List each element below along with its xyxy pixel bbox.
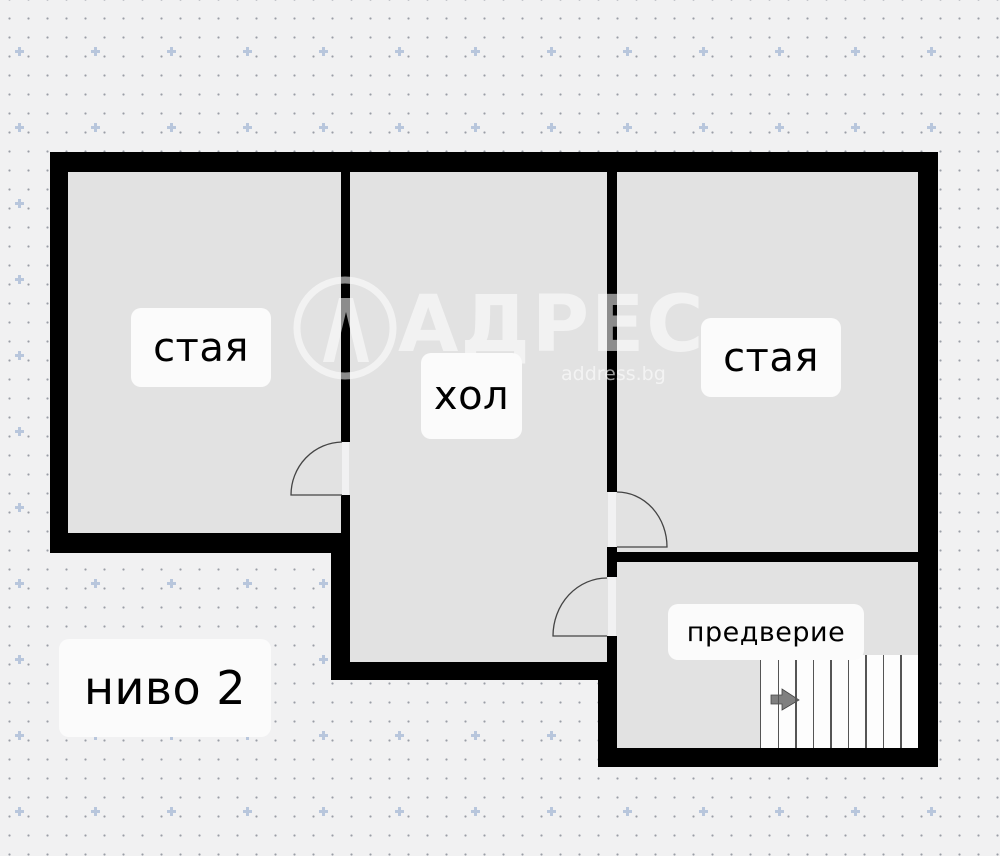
grid-cross-icon: [623, 47, 632, 56]
wall-hall-right-mid: [607, 547, 617, 577]
grid-cross-icon: [547, 123, 556, 132]
grid-cross-icon: [15, 351, 24, 360]
stair-tread: [812, 655, 815, 748]
wall-left-room-bottom: [50, 533, 350, 553]
grid-cross-icon: [167, 123, 176, 132]
label-room-left: стая: [131, 308, 271, 387]
label-room-right: стая: [701, 318, 841, 397]
grid-cross-icon: [623, 123, 632, 132]
wall-hall-bottom: [331, 662, 617, 680]
grid-cross-icon: [927, 47, 936, 56]
wall-left-hall-lower: [341, 495, 350, 535]
grid-cross-icon: [15, 275, 24, 284]
stair-tread: [865, 655, 867, 748]
wall-hall-right-upper: [607, 152, 617, 492]
grid-cross-icon: [15, 807, 24, 816]
grid-cross-icon: [91, 47, 100, 56]
staircase: [760, 655, 918, 748]
grid-cross-icon: [927, 807, 936, 816]
grid-cross-icon: [15, 579, 24, 588]
wall-hall-left-lower: [331, 533, 350, 680]
grid-cross-icon: [319, 807, 328, 816]
stair-tread: [777, 655, 779, 748]
grid-cross-icon: [15, 427, 24, 436]
grid-cross-icon: [319, 579, 328, 588]
grid-cross-icon: [91, 579, 100, 588]
grid-cross-icon: [15, 655, 24, 664]
grid-cross-icon: [15, 199, 24, 208]
grid-cross-icon: [775, 807, 784, 816]
grid-cross-icon: [15, 731, 24, 740]
grid-cross-icon: [243, 579, 252, 588]
grid-cross-icon: [167, 807, 176, 816]
grid-cross-icon: [319, 123, 328, 132]
grid-cross-icon: [15, 47, 24, 56]
grid-cross-icon: [319, 731, 328, 740]
label-level: ниво 2: [59, 639, 271, 737]
wall-right-room-bottom: [607, 552, 918, 562]
grid-cross-icon: [395, 807, 404, 816]
wall-vestibule-left-lower: [598, 662, 617, 767]
grid-cross-icon: [243, 123, 252, 132]
grid-cross-icon: [395, 123, 404, 132]
grid-cross-icon: [91, 807, 100, 816]
label-hall: хол: [421, 353, 522, 439]
stair-tread: [900, 655, 902, 748]
grid-cross-icon: [15, 123, 24, 132]
grid-cross-icon: [395, 47, 404, 56]
label-vestibule: предверие: [668, 604, 864, 660]
grid-cross-icon: [775, 123, 784, 132]
grid-cross-icon: [547, 807, 556, 816]
wall-vestibule-bottom: [598, 748, 938, 767]
grid-cross-icon: [15, 503, 24, 512]
grid-cross-icon: [319, 655, 328, 664]
wall-left: [50, 152, 68, 553]
grid-cross-icon: [319, 47, 328, 56]
stair-tread: [830, 655, 832, 748]
stairs-arrow-icon: [770, 688, 800, 711]
grid-cross-icon: [623, 807, 632, 816]
door-left-room: [290, 441, 343, 496]
wall-hall-right-lower: [607, 636, 617, 666]
stair-tread: [795, 655, 797, 748]
grid-cross-icon: [851, 123, 860, 132]
grid-cross-icon: [547, 47, 556, 56]
grid-cross-icon: [851, 47, 860, 56]
door-vestibule: [552, 577, 608, 637]
grid-cross-icon: [851, 807, 860, 816]
grid-cross-icon: [167, 47, 176, 56]
wall-right: [918, 152, 938, 767]
stair-tread: [847, 655, 850, 748]
grid-cross-icon: [699, 123, 708, 132]
wall-top: [50, 152, 938, 172]
stair-tread: [882, 655, 885, 748]
grid-cross-icon: [167, 579, 176, 588]
grid-cross-icon: [471, 731, 480, 740]
grid-cross-icon: [699, 47, 708, 56]
grid-cross-icon: [775, 47, 784, 56]
grid-cross-icon: [547, 731, 556, 740]
grid-cross-icon: [91, 123, 100, 132]
grid-cross-icon: [243, 47, 252, 56]
stair-tread: [760, 655, 762, 748]
grid-cross-icon: [471, 47, 480, 56]
grid-cross-icon: [395, 731, 404, 740]
grid-cross-icon: [471, 123, 480, 132]
grid-cross-icon: [471, 807, 480, 816]
door-right-room: [616, 491, 668, 548]
grid-cross-icon: [243, 807, 252, 816]
grid-cross-icon: [927, 123, 936, 132]
grid-cross-icon: [699, 807, 708, 816]
